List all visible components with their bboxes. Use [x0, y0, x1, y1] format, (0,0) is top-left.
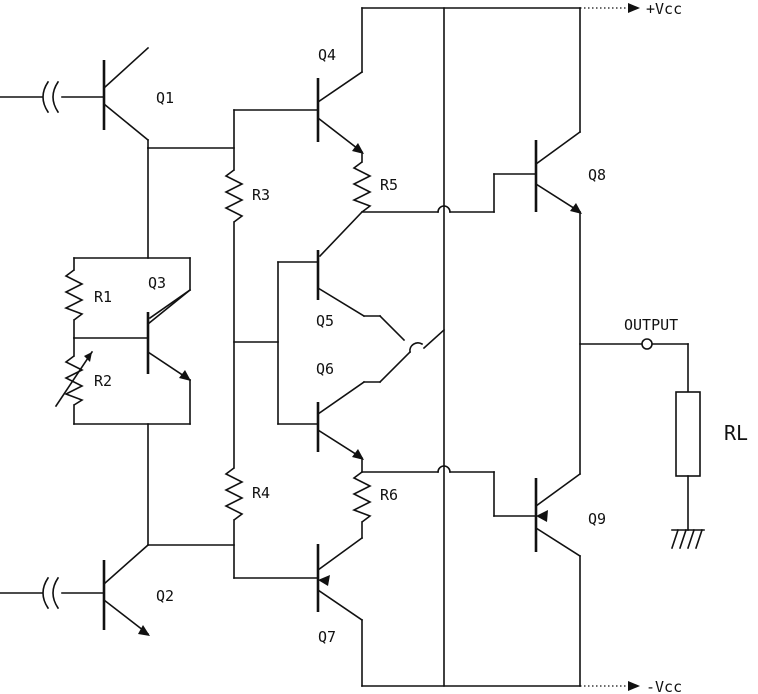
resistor-r2-variable [54, 350, 94, 408]
transistor-q1 [102, 46, 150, 149]
upper-output-node [318, 173, 537, 258]
bias-wiring-bottom [147, 423, 235, 546]
resistor-r1 [64, 269, 84, 321]
label-q6: Q6 [316, 360, 334, 378]
q5-q6-base-link [277, 261, 319, 425]
transistor-q6 [316, 342, 424, 460]
load-resistor-rl [675, 391, 701, 531]
label-r1: R1 [94, 288, 112, 306]
label-q1: Q1 [156, 89, 174, 107]
output-node [579, 211, 689, 475]
transistor-q5 [316, 250, 446, 350]
transistor-q8 [534, 130, 582, 214]
label-q5: Q5 [316, 312, 334, 330]
resistor-r3 [224, 169, 244, 223]
transistor-q2 [102, 543, 150, 636]
bias-spreader-wiring [73, 257, 192, 425]
input-signal-bottom [0, 576, 105, 610]
label-r6: R6 [380, 486, 398, 504]
label-q3: Q3 [148, 274, 166, 292]
transistor-q7 [316, 536, 364, 687]
label-vcc-positive: +Vcc [646, 0, 682, 18]
negative-supply-rail [361, 681, 640, 691]
label-q7: Q7 [318, 628, 336, 646]
label-q9: Q9 [588, 510, 606, 528]
label-r3: R3 [252, 186, 270, 204]
supply-bus-lines [443, 7, 581, 687]
resistor-r4 [224, 467, 244, 521]
label-r5: R5 [380, 176, 398, 194]
label-vcc-negative: -Vcc [646, 678, 682, 694]
resistor-r5 [352, 153, 372, 213]
ground-symbol [670, 528, 705, 550]
label-r2: R2 [94, 372, 112, 390]
input-signal-top [0, 80, 105, 114]
label-q4: Q4 [318, 46, 336, 64]
transistor-q4 [316, 7, 364, 154]
resistor-r6 [352, 459, 372, 539]
label-rl: RL [724, 421, 748, 445]
bias-wiring-top [147, 147, 235, 259]
output-terminal [641, 338, 653, 350]
label-r4: R4 [252, 484, 270, 502]
transistor-q9 [534, 472, 582, 558]
label-q8: Q8 [588, 166, 606, 184]
lower-output-node [361, 465, 537, 517]
transistor-q3 [146, 288, 192, 382]
positive-supply-rail [361, 3, 640, 13]
divider-wiring [233, 109, 319, 579]
label-q2: Q2 [156, 587, 174, 605]
label-output: OUTPUT [624, 316, 678, 334]
